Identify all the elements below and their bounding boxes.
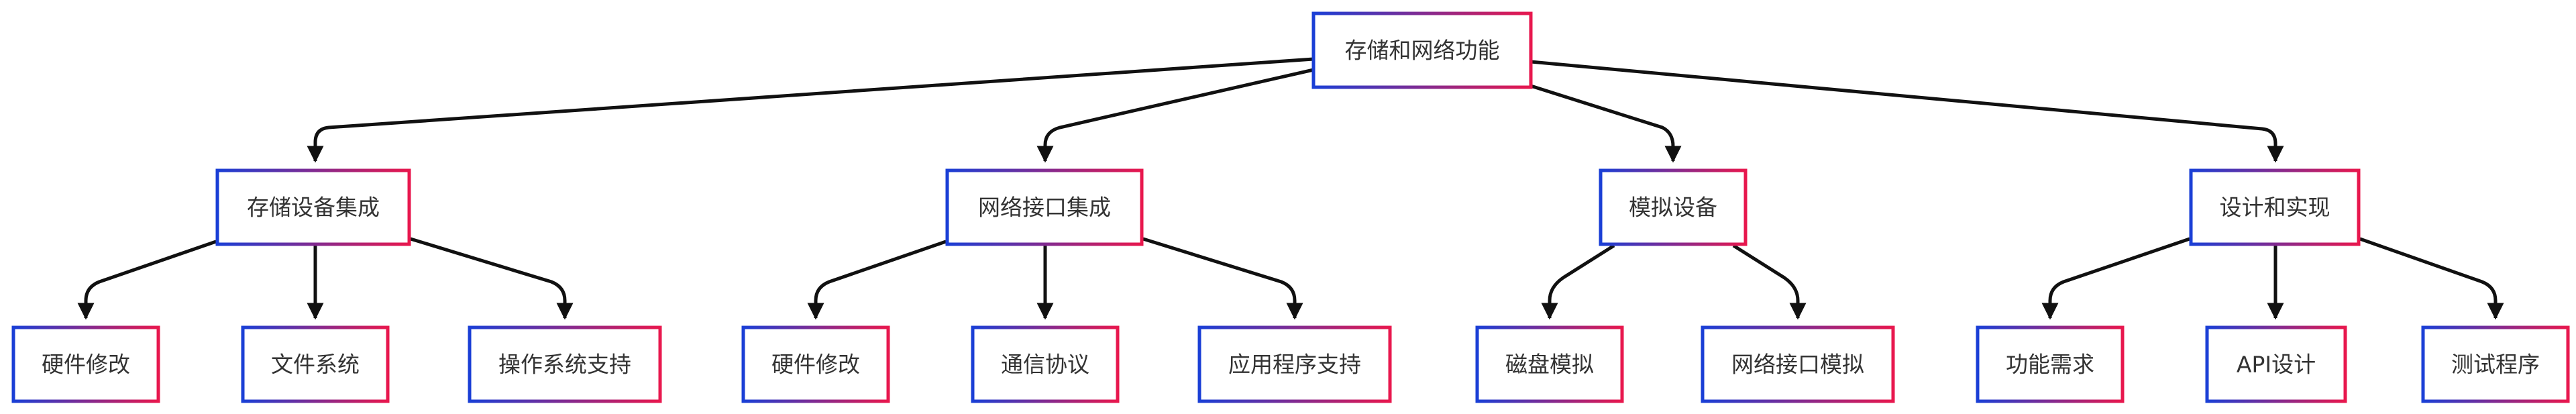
node-g4[interactable]: 设计和实现 [2189,168,2361,246]
node-g3c2-label: 网络接口模拟 [1731,352,1864,378]
node-g3c2[interactable]: 网络接口模拟 [1701,325,1895,403]
node-g2[interactable]: 网络接口集成 [945,168,1144,246]
edge-g3-g3c2 [1732,244,1807,320]
node-g2c1-label: 硬件修改 [771,352,860,378]
node-g2c1[interactable]: 硬件修改 [741,325,890,403]
node-g1-label: 存储设备集成 [247,195,380,221]
node-g3c1[interactable]: 磁盘模拟 [1475,325,1624,403]
node-g1c1-label: 硬件修改 [42,352,130,378]
edge-g2-g2c1 [807,240,947,320]
node-g2c2[interactable]: 通信协议 [971,325,1120,403]
node-g3[interactable]: 模拟设备 [1599,168,1748,246]
node-g1c3[interactable]: 操作系统支持 [468,325,662,403]
edge-g3-g3c1 [1541,244,1615,320]
node-root-label: 存储和网络功能 [1345,38,1500,64]
node-root[interactable]: 存储和网络功能 [1311,11,1533,89]
edge-g1-g1c3 [410,237,574,320]
node-g1c3-label: 操作系统支持 [498,352,631,378]
node-g2-label: 网络接口集成 [978,195,1111,221]
node-g1c2[interactable]: 文件系统 [241,325,390,403]
edge-root-g3 [1530,84,1682,163]
node-g2c2-label: 通信协议 [1001,352,1089,378]
edge-g2-g2c3 [1142,237,1303,320]
edge-root-g2 [1036,68,1314,163]
node-g3-label: 模拟设备 [1629,195,1717,221]
node-g4c3[interactable]: 测试程序 [2421,325,2570,403]
node-g4-label: 设计和实现 [2220,195,2330,221]
node-g2c3-label: 应用程序支持 [1228,352,1361,378]
node-g4c1-label: 功能需求 [2006,352,2094,378]
node-g2c3[interactable]: 应用程序支持 [1197,325,1392,403]
node-g3c1-label: 磁盘模拟 [1505,352,1594,378]
edge-g4-g4c1 [2041,237,2190,320]
node-g4c2[interactable]: API设计 [2205,325,2347,403]
edge-root-g4 [1530,60,2284,163]
node-g4c3-label: 测试程序 [2451,352,2540,378]
edge-g4-g4c3 [2359,237,2504,320]
edge-root-g1 [307,57,1314,163]
node-g4c1[interactable]: 功能需求 [1976,325,2125,403]
node-g1[interactable]: 存储设备集成 [215,168,411,246]
node-g1c2-label: 文件系统 [271,352,360,378]
edge-g1-g1c1 [77,240,217,320]
node-g1c1[interactable]: 硬件修改 [11,325,160,403]
node-g4c2-label: API设计 [2237,352,2316,378]
